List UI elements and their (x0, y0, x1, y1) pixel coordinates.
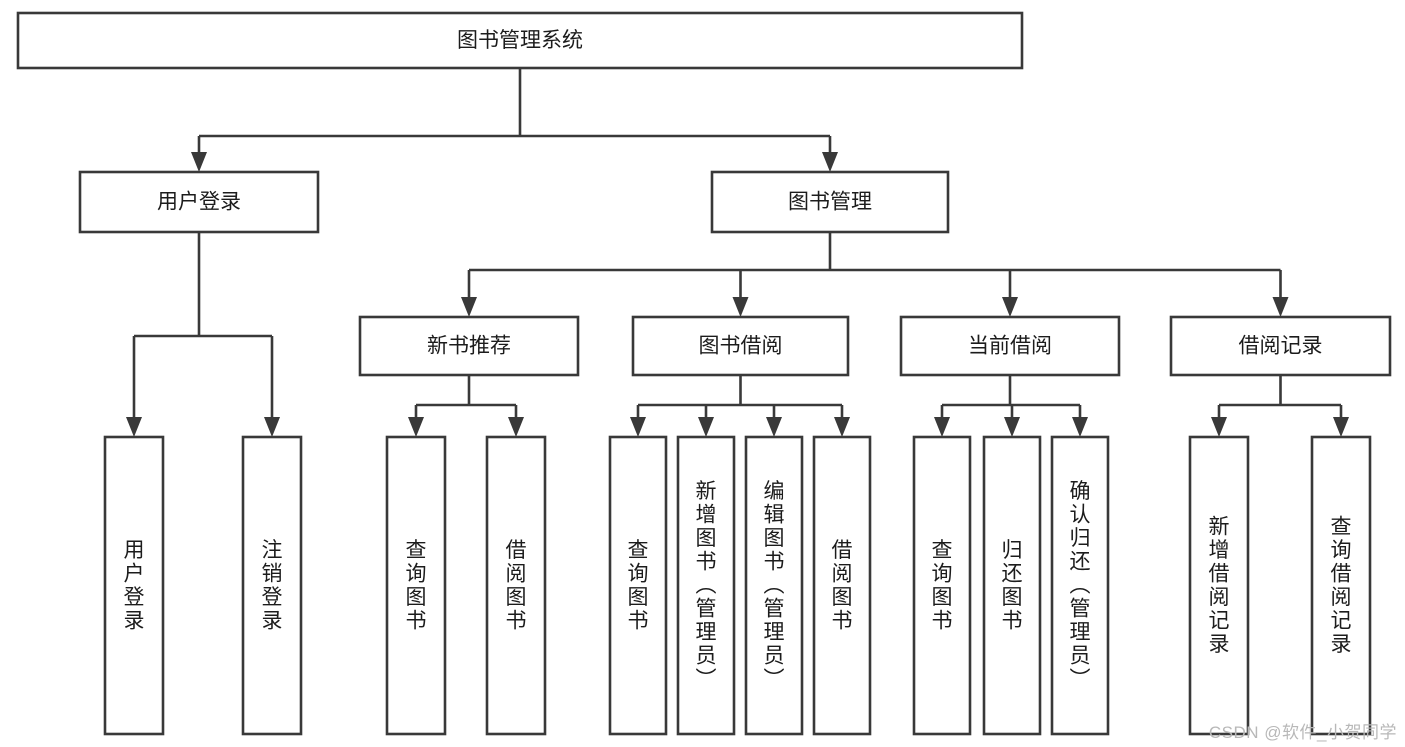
arrow-head-icon (408, 417, 424, 437)
node-label: 新书推荐 (427, 335, 511, 358)
arrow-head-icon (1272, 297, 1289, 317)
node-label: 用户登录 (157, 191, 241, 214)
node-box (1050, 435, 1110, 736)
node-leaf-query-record[interactable]: 查询借阅记录 (1310, 435, 1372, 736)
arrow-head-icon (1333, 417, 1349, 437)
arrow-head-icon (630, 417, 646, 437)
node-label: 当前借阅 (968, 335, 1052, 358)
arrow-head-icon (264, 417, 280, 437)
node-label: 确认归还︵管理员︶ (1070, 480, 1091, 691)
node-leaf-add-book[interactable]: 新增图书︵管理员︶ (676, 435, 736, 736)
arrow-head-icon (766, 417, 782, 437)
node-label: 注销登录 (262, 539, 283, 633)
node-leaf-confirm-return[interactable]: 确认归还︵管理员︶ (1050, 435, 1110, 736)
node-box (1188, 435, 1250, 736)
node-box (812, 435, 872, 736)
node-label: 查询图书 (932, 539, 953, 633)
node-label: 查询借阅记录 (1331, 515, 1352, 656)
node-label: 借阅图书 (832, 539, 853, 633)
node-box (676, 435, 736, 736)
node-label: 图书管理系统 (457, 29, 583, 52)
node-leaf-borrow-book-2[interactable]: 借阅图书 (812, 435, 872, 736)
node-book-borrow[interactable]: 图书借阅 (631, 315, 850, 377)
arrow-head-icon (698, 417, 714, 437)
node-current-borrow[interactable]: 当前借阅 (899, 315, 1121, 377)
node-label: 借阅记录 (1239, 335, 1323, 358)
node-label: 借阅图书 (506, 539, 527, 633)
arrow-head-icon (934, 417, 950, 437)
arrow-head-icon (1211, 417, 1227, 437)
node-box (710, 170, 950, 234)
node-user-login[interactable]: 用户登录 (78, 170, 320, 234)
node-box (1310, 435, 1372, 736)
arrow-head-icon (1004, 417, 1020, 437)
node-borrow-record[interactable]: 借阅记录 (1169, 315, 1392, 377)
node-box (103, 435, 165, 736)
node-box (744, 435, 804, 736)
node-label: 查询图书 (628, 539, 649, 633)
node-box (241, 435, 303, 736)
node-leaf-query-book-2[interactable]: 查询图书 (608, 435, 668, 736)
arrow-head-icon (191, 152, 207, 172)
arrow-head-icon (1072, 417, 1088, 437)
node-root[interactable]: 图书管理系统 (16, 11, 1024, 70)
arrow-head-icon (461, 297, 477, 317)
node-label: 用户登录 (124, 539, 145, 633)
node-box (385, 435, 447, 736)
node-new-book-recommend[interactable]: 新书推荐 (358, 315, 580, 377)
node-leaf-return-book[interactable]: 归还图书 (982, 435, 1042, 736)
arrow-head-icon (732, 297, 749, 317)
node-leaf-add-record[interactable]: 新增借阅记录 (1188, 435, 1250, 736)
node-book-manage[interactable]: 图书管理 (710, 170, 950, 234)
node-box (899, 315, 1121, 377)
node-box (1169, 315, 1392, 377)
node-leaf-user-login[interactable]: 用户登录 (103, 435, 165, 736)
node-leaf-edit-book[interactable]: 编辑图书︵管理员︶ (744, 435, 804, 736)
node-box (912, 435, 972, 736)
arrow-head-icon (1002, 297, 1018, 317)
node-box (16, 11, 1024, 70)
node-leaf-logout[interactable]: 注销登录 (241, 435, 303, 736)
node-label: 新增借阅记录 (1209, 515, 1230, 656)
node-label: 图书管理 (788, 191, 872, 214)
node-box (485, 435, 547, 736)
node-leaf-query-book-3[interactable]: 查询图书 (912, 435, 972, 736)
arrow-head-icon (822, 152, 838, 172)
node-box (631, 315, 850, 377)
node-box (982, 435, 1042, 736)
node-label: 图书借阅 (699, 335, 783, 358)
node-box (608, 435, 668, 736)
node-box (78, 170, 320, 234)
node-box (358, 315, 580, 377)
node-leaf-query-book-1[interactable]: 查询图书 (385, 435, 447, 736)
node-label: 查询图书 (406, 539, 427, 633)
arrow-head-icon (834, 417, 850, 437)
node-leaf-borrow-book-1[interactable]: 借阅图书 (485, 435, 547, 736)
arrow-head-icon (508, 417, 524, 437)
node-label: 新增图书︵管理员︶ (696, 480, 717, 691)
node-label: 编辑图书︵管理员︶ (764, 480, 785, 691)
node-label: 归还图书 (1002, 539, 1023, 633)
arrow-head-icon (126, 417, 142, 437)
